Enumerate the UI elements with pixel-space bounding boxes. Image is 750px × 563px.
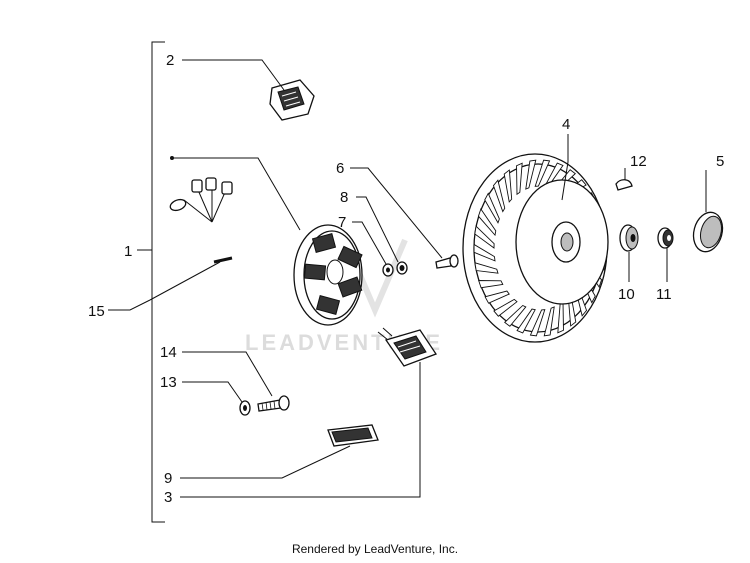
part-7-washer xyxy=(382,263,394,277)
callout-12: 12 xyxy=(630,153,647,170)
part-10-pulley xyxy=(619,224,639,252)
flywheel-fin xyxy=(504,304,527,327)
part-11-nut xyxy=(657,227,674,249)
flywheel-fin xyxy=(477,207,497,237)
part-15-wiring-harness xyxy=(169,177,293,310)
part-6-screw xyxy=(435,254,459,269)
flywheel-fin xyxy=(474,262,499,274)
callout-14: 14 xyxy=(160,344,177,361)
flywheel-fin xyxy=(492,179,506,213)
part-9-grommet xyxy=(327,424,379,447)
callout-4: 4 xyxy=(562,116,570,133)
stator xyxy=(293,224,363,326)
part-3-connector xyxy=(377,327,437,367)
part-5-cup xyxy=(692,211,724,253)
callout-11: 11 xyxy=(656,286,672,303)
callout-6: 6 xyxy=(336,160,344,177)
callout-15: 15 xyxy=(88,303,105,320)
callout-10: 10 xyxy=(618,286,635,303)
footer-credit: Rendered by LeadVenture, Inc. xyxy=(291,542,459,556)
flywheel-fin xyxy=(543,306,555,337)
flywheel-fin xyxy=(493,298,518,317)
flywheel-fin xyxy=(474,225,495,249)
part-8-nut xyxy=(396,261,408,275)
flywheel-fin xyxy=(503,169,513,203)
flywheel-fin xyxy=(484,290,510,304)
flywheel-fin xyxy=(516,162,523,196)
part-14-screw xyxy=(257,395,290,412)
flywheel-fin xyxy=(478,280,504,289)
assembly-bracket xyxy=(151,41,165,523)
callout-13: 13 xyxy=(160,374,177,391)
callout-labels: 2 1 15 6 8 7 4 12 5 10 11 14 13 9 3 xyxy=(88,52,724,506)
part-12-key xyxy=(615,179,633,191)
callout-7: 7 xyxy=(338,214,346,231)
callout-9: 9 xyxy=(164,470,172,487)
callout-5: 5 xyxy=(716,153,724,170)
flywheel-fin xyxy=(516,308,536,334)
callout-2: 2 xyxy=(166,52,174,69)
callout-1: 1 xyxy=(124,243,132,260)
flywheel-fin xyxy=(534,159,551,187)
part-4-flywheel xyxy=(462,153,609,343)
part-13-washer xyxy=(239,400,251,416)
leader-lines xyxy=(108,59,707,498)
part-2-connector xyxy=(269,79,315,121)
flywheel-fin xyxy=(529,309,546,337)
callout-8: 8 xyxy=(340,189,348,206)
flywheel-fin xyxy=(484,192,500,224)
flywheel-fin xyxy=(473,243,496,262)
callout-3: 3 xyxy=(164,489,172,506)
flywheel-fin xyxy=(525,159,537,190)
